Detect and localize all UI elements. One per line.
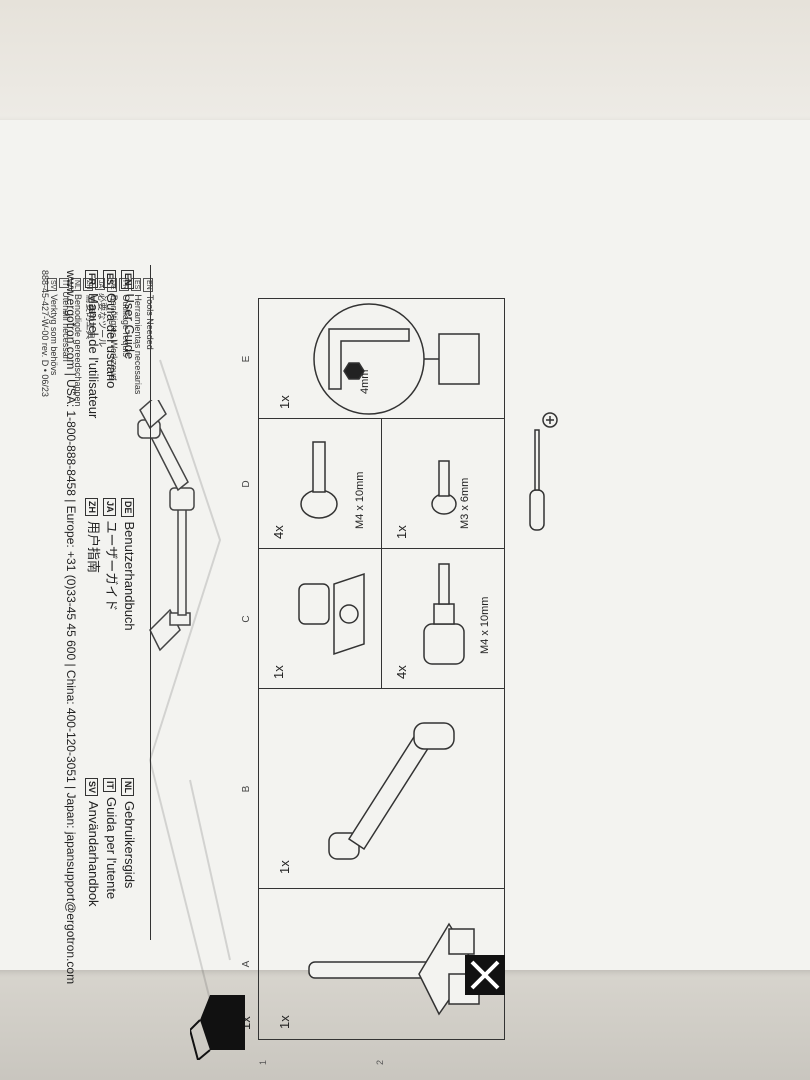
part-a-clamp-pole bbox=[308, 922, 480, 1016]
tools-icon bbox=[465, 955, 505, 995]
guide-item: ESGuía del usuario bbox=[102, 270, 120, 418]
box-icon bbox=[190, 995, 245, 1060]
column-header-b: B bbox=[241, 785, 252, 793]
instruction-sheet: A B C D E 1x 1x bbox=[0, 120, 810, 1065]
guide-item: SVAnvändarhandbok bbox=[84, 778, 102, 907]
part-b-qty: 1x bbox=[277, 860, 292, 874]
column-header-e: E bbox=[241, 355, 252, 363]
desk-background-top bbox=[0, 0, 810, 130]
guides-col-1: ENUser Guide ESGuía del usuario FRManuel… bbox=[84, 270, 138, 418]
part-c1-qty: 1x bbox=[271, 665, 286, 679]
part-d2-screw bbox=[431, 460, 457, 515]
guide-item: ZH用户指南 bbox=[84, 498, 102, 631]
part-d1-size: M4 x 10mm bbox=[354, 471, 366, 529]
guides-col-3: NLGebruikersgids ITGuida per l'utente SV… bbox=[84, 778, 138, 907]
document-number: 888-45-427-W-00 rev. D • 06/23 bbox=[40, 270, 50, 397]
part-e-hex-key bbox=[313, 303, 480, 415]
guide-item: FRManuel de l'utilisateur bbox=[84, 270, 102, 418]
part-c1-vesa-bracket bbox=[298, 572, 365, 656]
guide-item: ENUser Guide bbox=[120, 270, 138, 418]
guide-item: DEBenutzerhandbuch bbox=[120, 498, 138, 631]
screwdriver-icon bbox=[529, 412, 558, 531]
guide-item: ITGuida per l'utente bbox=[102, 778, 120, 907]
contact-info: www.ergotron.com | USA: 1-800-888-8458 |… bbox=[64, 270, 78, 985]
guide-item: JAユーザーガイド bbox=[102, 498, 120, 631]
row-label-2: 2 bbox=[375, 1059, 385, 1065]
tools-item: ENTools Needed bbox=[143, 278, 155, 350]
divider-rule bbox=[150, 265, 151, 940]
guide-item: NLGebruikersgids bbox=[120, 778, 138, 907]
parts-table: A B C D E 1x 1x bbox=[241, 298, 505, 1040]
column-header-d: D bbox=[241, 480, 252, 488]
show-through-diagram bbox=[148, 359, 231, 1001]
part-c2-qty: 4x bbox=[394, 665, 409, 679]
guides-col-2: DEBenutzerhandbuch JAユーザーガイド ZH用户指南 bbox=[84, 498, 138, 631]
part-c2-size: M4 x 10mm bbox=[479, 596, 491, 654]
monitor-arm-illustration bbox=[137, 400, 195, 652]
row-divider bbox=[381, 419, 382, 689]
part-d2-qty: 1x bbox=[394, 525, 409, 539]
column-divider bbox=[259, 888, 504, 889]
desk-background-bottom bbox=[0, 960, 810, 1080]
row-label-1: 1 bbox=[258, 1059, 268, 1065]
part-c2-thumb-screw bbox=[423, 563, 465, 665]
part-a-qty: 1x bbox=[277, 1015, 292, 1029]
column-header-c: C bbox=[241, 615, 252, 623]
part-d2-size: M3 x 6mm bbox=[459, 477, 471, 529]
part-e-size: 4mm bbox=[359, 369, 371, 394]
part-d1-screw bbox=[300, 441, 338, 519]
part-b-extension-arm bbox=[328, 722, 455, 860]
part-d1-qty: 4x bbox=[271, 525, 286, 539]
rotated-page-content: A B C D E 1x 1x bbox=[130, 260, 810, 1065]
